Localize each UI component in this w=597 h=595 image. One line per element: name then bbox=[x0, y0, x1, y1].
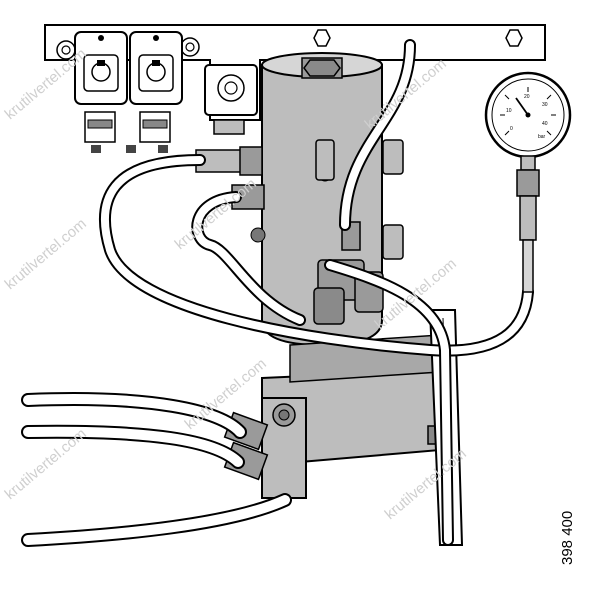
solenoid-valve-right bbox=[129, 31, 183, 105]
watermark-text: krutilvertel.com bbox=[2, 215, 90, 293]
pump-body bbox=[261, 334, 445, 499]
gauge-ticks bbox=[500, 87, 556, 136]
fuel-hoses bbox=[21, 39, 534, 547]
solenoid-valve-left bbox=[74, 31, 128, 105]
gauge-unit-label: bar bbox=[538, 134, 546, 140]
gauge-scale-label: 0 bbox=[510, 126, 513, 132]
valve-outlet-fittings bbox=[84, 111, 171, 153]
gauge-scale-label: 10 bbox=[506, 108, 512, 114]
figure-reference-number: 398 400 bbox=[559, 511, 576, 565]
gauge-scale-label: 30 bbox=[542, 102, 548, 108]
sensor-connector bbox=[204, 64, 258, 135]
gauge-scale-label: 40 bbox=[542, 121, 548, 127]
pressure-gauge: 0 10 20 30 40 bar bbox=[484, 71, 572, 293]
gauge-needle bbox=[515, 97, 529, 116]
gauge-scale-label: 20 bbox=[524, 94, 530, 100]
bracket-hex-nut-1 bbox=[313, 29, 331, 47]
bracket-hex-nut-2 bbox=[505, 29, 523, 47]
